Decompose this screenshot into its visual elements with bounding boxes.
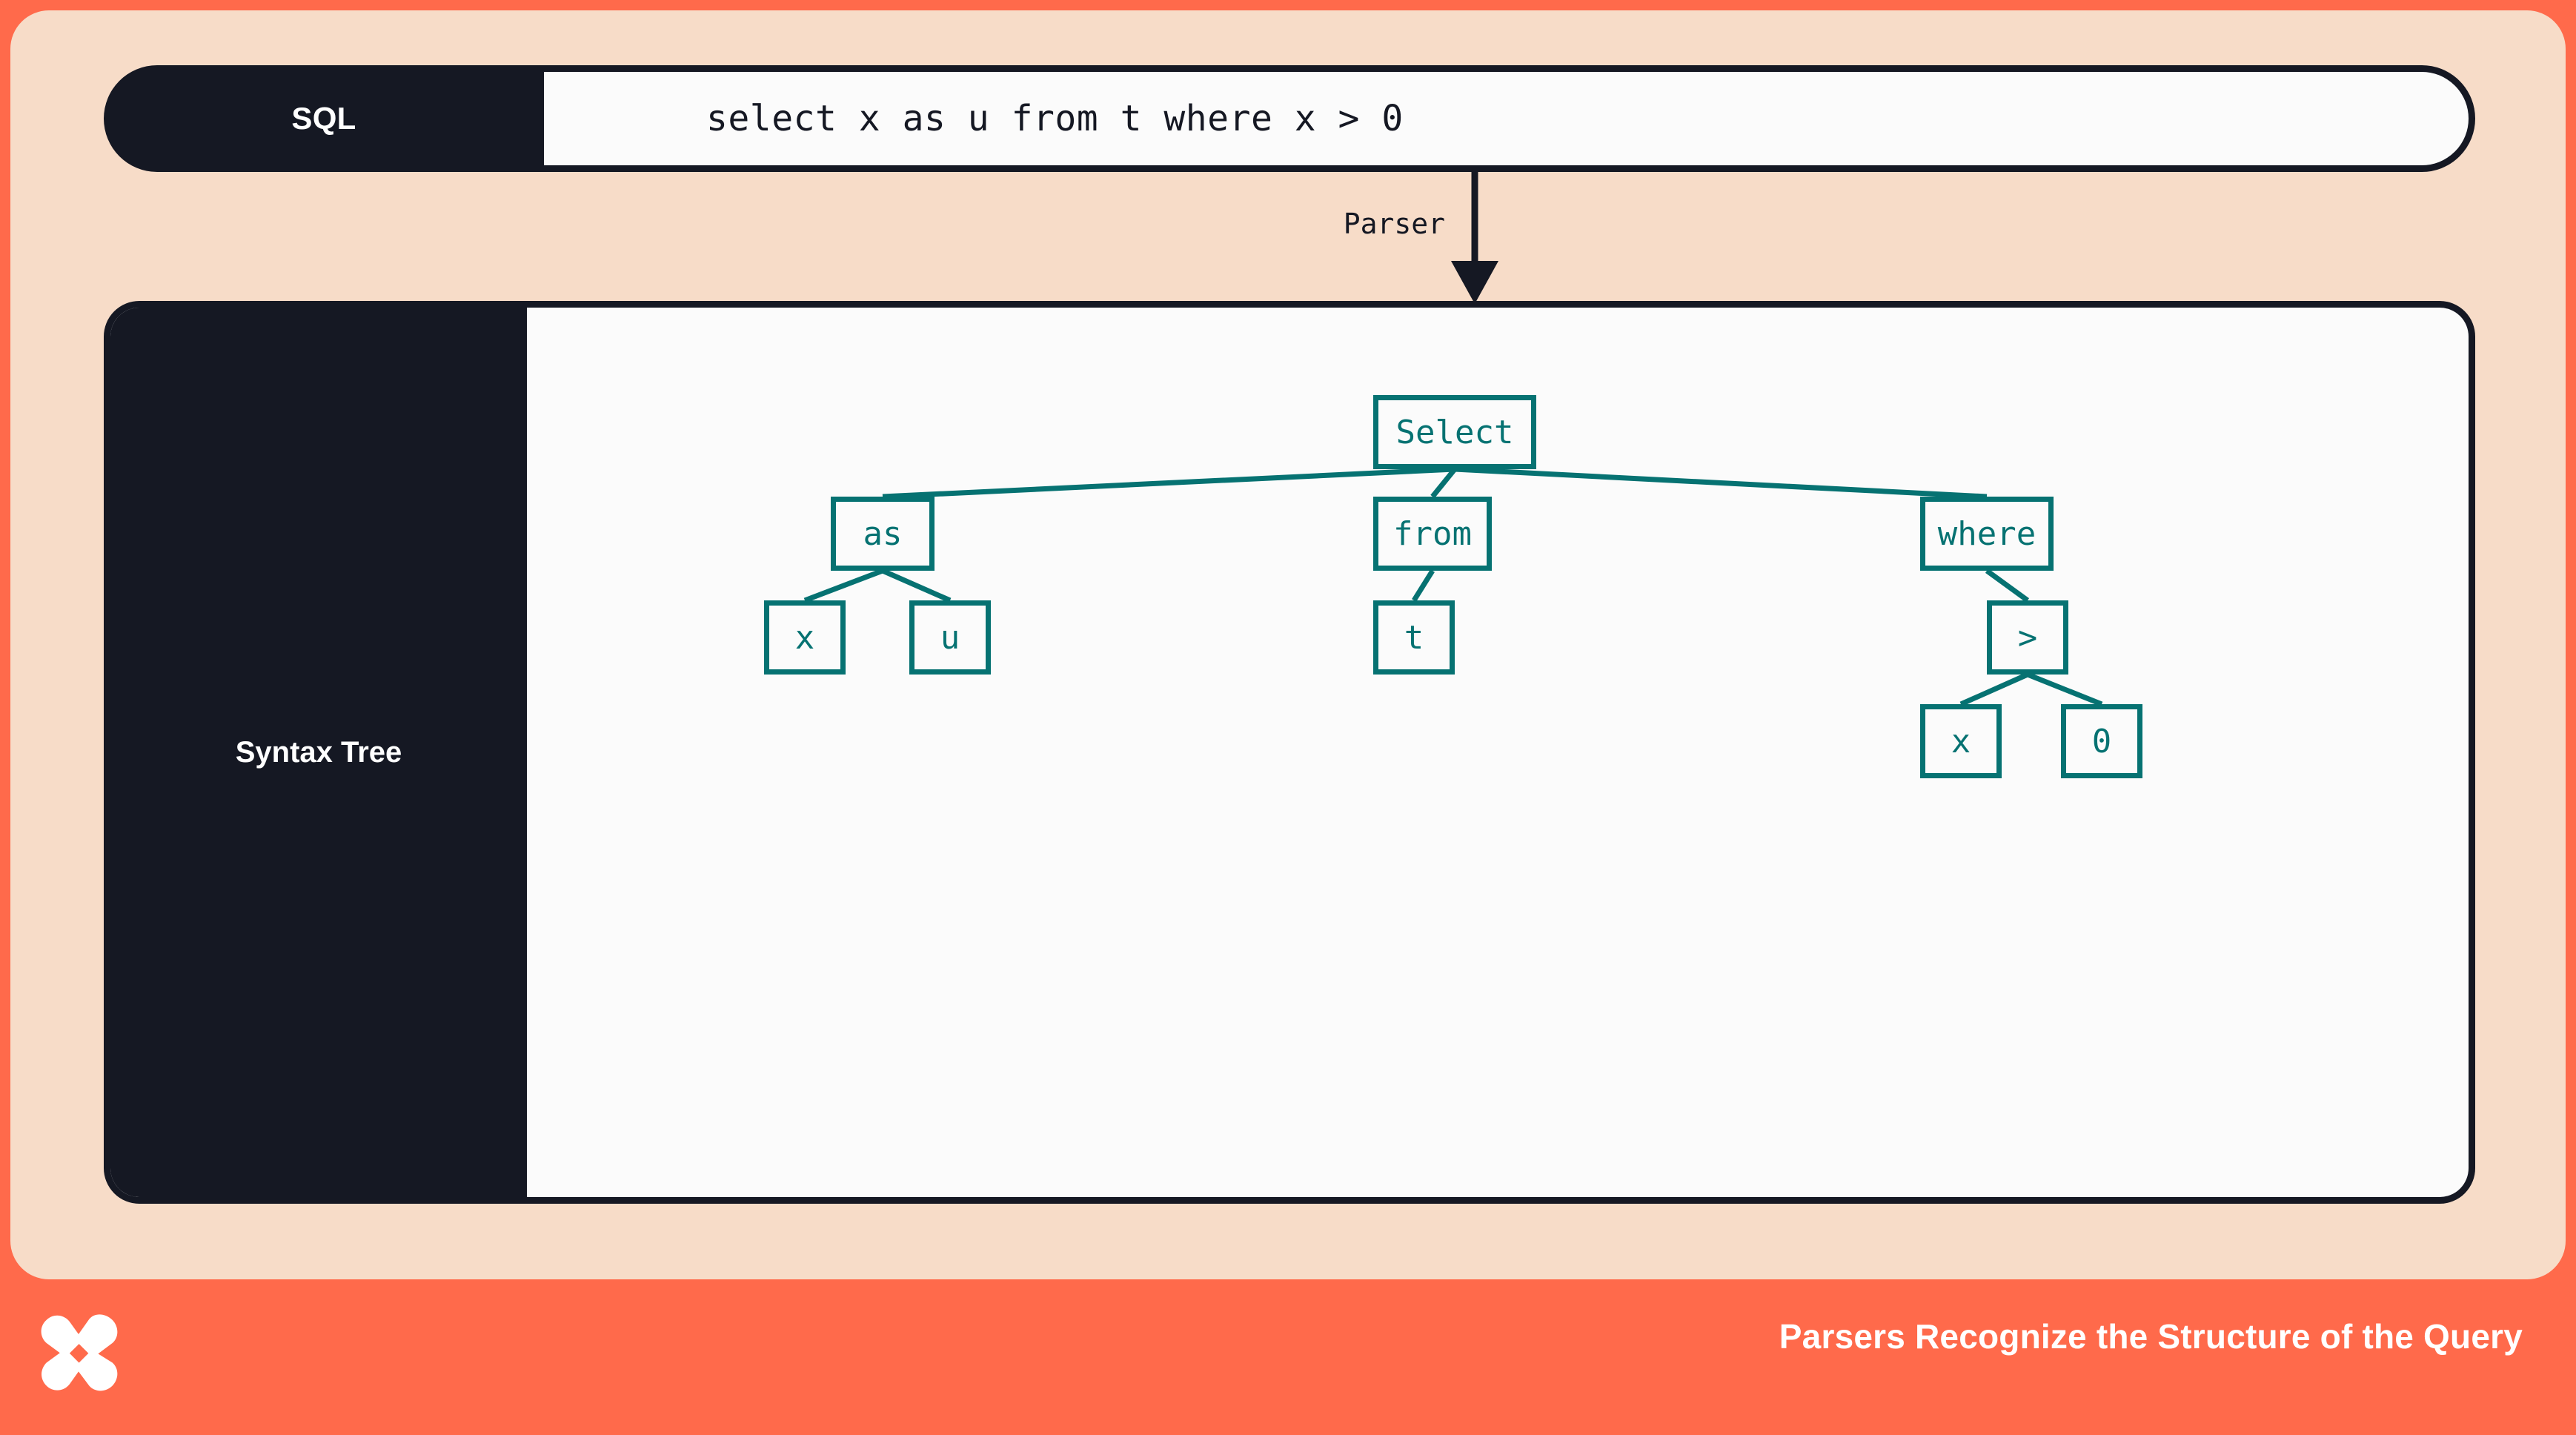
tree-node-from[interactable]: from: [1373, 497, 1492, 571]
tree-edge: [882, 466, 1455, 500]
syntax-tree-canvas: Select as from where x u t > x 0: [527, 308, 2469, 1197]
parser-label: Parser: [1343, 208, 1445, 240]
parser-transform: Parser: [1260, 172, 1571, 304]
sql-query-text: select x as u from t where x > 0: [706, 98, 1404, 139]
tree-node-label: t: [1404, 618, 1424, 657]
tree-node-select[interactable]: Select: [1373, 395, 1536, 469]
tree-edge: [803, 568, 884, 603]
sql-row: SQL select x as u from t where x > 0: [104, 65, 2475, 172]
tree-node-label: x: [794, 618, 815, 657]
footer-tagline: Parsers Recognize the Structure of the Q…: [1779, 1317, 2523, 1356]
tree-edge: [1412, 569, 1435, 602]
tree-edge: [1430, 467, 1457, 499]
sql-label-pill: SQL: [104, 65, 544, 172]
tree-node-as-x[interactable]: x: [764, 600, 846, 675]
tree-node-label: from: [1393, 514, 1472, 553]
tree-node-label: >: [2017, 618, 2038, 657]
syntax-tree-label: Syntax Tree: [235, 735, 402, 769]
tree-edge: [881, 568, 952, 603]
down-arrow-icon: [1451, 172, 1498, 304]
syntax-tree-panel: Syntax Tree Select as from where x u t > x 0: [104, 301, 2475, 1204]
tree-edge: [1985, 569, 2030, 603]
sql-query-field[interactable]: select x as u from t where x > 0: [519, 65, 2475, 172]
sql-label: SQL: [291, 101, 356, 136]
footer-bar: Parsers Recognize the Structure of the Q…: [0, 1279, 2576, 1435]
tree-edges: [803, 466, 2103, 707]
tree-node-from-t[interactable]: t: [1373, 600, 1455, 675]
tree-node-label: where: [1937, 514, 2036, 553]
tree-edge: [1959, 672, 2029, 707]
tree-node-as[interactable]: as: [831, 497, 935, 571]
tree-edge: [1454, 466, 1988, 500]
syntax-tree-sidebar: Syntax Tree: [110, 308, 527, 1197]
tree-node-gt-x[interactable]: x: [1920, 704, 2002, 778]
tree-node-gt-0[interactable]: 0: [2061, 704, 2142, 778]
tree-node-label: Select: [1395, 413, 1514, 451]
tree-node-where[interactable]: where: [1920, 497, 2054, 571]
butterfly-x-logo-icon: [41, 1314, 118, 1391]
tree-node-label: as: [863, 514, 903, 553]
tree-node-label: x: [1951, 722, 1971, 760]
tree-node-as-u[interactable]: u: [909, 600, 991, 675]
tree-edge: [2026, 672, 2103, 707]
tree-node-label: u: [940, 618, 960, 657]
tree-node-gt[interactable]: >: [1987, 600, 2068, 675]
tree-node-label: 0: [2091, 722, 2112, 760]
